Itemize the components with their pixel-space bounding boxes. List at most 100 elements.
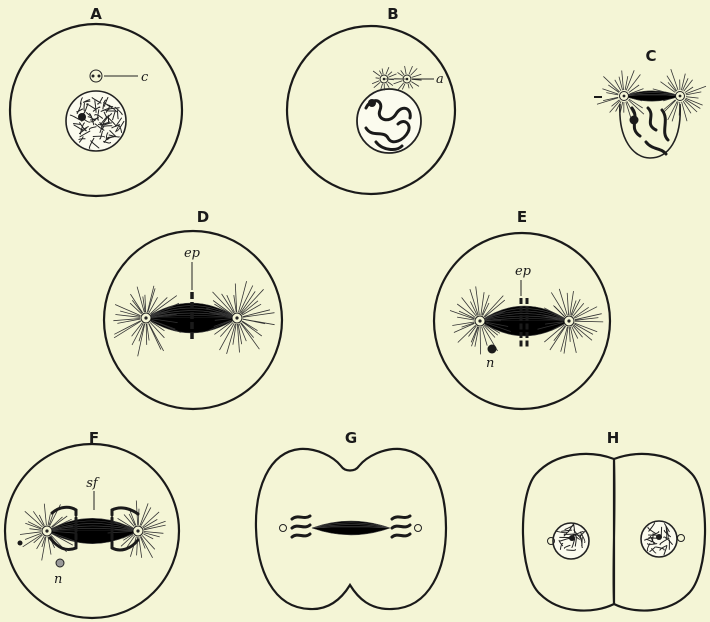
panel-f-aster-left-ray	[44, 504, 46, 525]
panel-d-aster-left-ray	[147, 286, 154, 312]
panel-e-aster-right-ray	[567, 293, 568, 315]
panel-e-nucleolus	[488, 345, 497, 354]
panel-d: D ep	[104, 208, 282, 409]
panel-b-nucleolus	[368, 99, 376, 107]
panel-b-aster-right-ray	[411, 82, 419, 87]
panel-b-aster-left-ray	[372, 81, 379, 84]
panel-e-centrosome-left	[475, 316, 485, 326]
panel-e-callout-n: n	[486, 356, 494, 371]
panel-a-label: A	[90, 5, 102, 23]
panel-d-aster-right-ray	[243, 313, 275, 318]
panel-g-daughter-chromosomes-right	[392, 516, 422, 537]
panel-d-aster-left-ray	[146, 324, 147, 345]
panel-c-aster-right-ray	[668, 101, 678, 120]
panel-b-aster-left-ray	[388, 82, 393, 86]
panel-b-asters	[372, 66, 422, 90]
panel-e-aster-right-ray	[575, 321, 603, 322]
panel-d-label: D	[197, 208, 209, 226]
panel-e-callout: ep	[515, 264, 532, 279]
panel-e-label: E	[517, 208, 527, 226]
panel-f-aster-right-ray	[144, 533, 160, 537]
panel-f: F sf n	[5, 429, 179, 618]
panel-b-aster-left-ray	[386, 67, 389, 74]
panel-d-aster-left-ray	[149, 323, 164, 351]
panel-h-division-furrow	[613, 459, 614, 604]
panel-d-aster-left-ray	[130, 294, 142, 313]
panel-b-aster-left-ray	[387, 83, 390, 87]
panel-b-aster-left-ray	[388, 72, 392, 76]
panel-f-aster-left-ray	[37, 536, 44, 549]
panel-f-centrosome-right	[133, 526, 143, 536]
panel-b-aster-right-ray	[409, 66, 413, 74]
panel-b-callout: a	[436, 72, 444, 87]
panel-f-callout: sf	[86, 476, 100, 491]
panel-b: B a	[287, 5, 455, 194]
panel-c-aster-right-ray	[686, 97, 699, 98]
panel-b-aster-right-ray	[401, 70, 404, 75]
panel-b-aster-left-ray	[379, 71, 381, 75]
panel-d-aster-left-ray	[114, 321, 140, 335]
panel-a-centrosome	[90, 70, 102, 82]
panel-c: C	[594, 47, 706, 158]
panel-e-aster-right-ray	[569, 327, 570, 342]
panel-f-aster-left-ray	[29, 529, 41, 531]
panel-e-aster-left-ray	[458, 325, 476, 342]
panel-d-aster-right-ray	[243, 319, 265, 324]
panel-g-spindle	[312, 521, 390, 535]
panel-g-label: G	[345, 429, 357, 447]
panel-c-spindle	[624, 91, 680, 101]
panel-b-aster-right-ray	[410, 83, 413, 88]
panel-g: G	[256, 429, 446, 609]
panel-b-aster-left-ray	[389, 74, 397, 77]
panel-c-aster-right-ray	[682, 102, 687, 121]
panel-f-nucleolus	[56, 559, 64, 567]
panel-e-centrosome-right	[564, 316, 574, 326]
panel-f-marker	[18, 541, 23, 546]
panel-c-aster-right-ray	[686, 92, 701, 95]
panel-a-nucleolus	[78, 113, 86, 121]
panel-f-aster-left-ray	[20, 532, 41, 535]
panel-d-aster-right-ray	[240, 291, 255, 313]
panel-b-aster-right-ray	[398, 72, 403, 76]
panel-b-label: B	[387, 5, 398, 23]
panel-a-callout: c	[141, 70, 149, 85]
panel-f-centrosome-left	[42, 526, 52, 536]
panel-a: A c	[10, 5, 182, 196]
panel-e-aster-right-ray	[570, 291, 574, 315]
panel-g-daughter-chromosomes-left	[280, 516, 311, 537]
panel-c-aster-right-ray	[661, 82, 676, 93]
panel-h-left-nucleolus	[569, 535, 575, 541]
panel-b-aster-right-ray	[405, 66, 407, 74]
panel-g-spindle-fiber	[312, 528, 390, 535]
panel-e-aster-right-ray	[570, 327, 576, 353]
panel-b-aster-left-ray	[373, 71, 380, 76]
panel-h-right-nucleolus	[656, 534, 662, 540]
panel-d-callout: ep	[184, 246, 201, 261]
panel-d-aster-right-ray	[241, 289, 264, 313]
panel-e-aster-left-ray	[482, 327, 488, 346]
panel-h: H	[523, 429, 705, 611]
panel-d-centrosome-left	[141, 313, 151, 323]
panel-b-aster-left-ray	[374, 82, 380, 87]
panel-h-label: H	[607, 429, 620, 447]
panel-d-aster-right-ray	[239, 281, 247, 312]
panel-c-label: C	[645, 47, 656, 65]
panel-d-centrosome-right	[232, 313, 242, 323]
panel-d-aster-right-ray	[242, 321, 257, 331]
panel-c-chromosomes	[632, 108, 668, 154]
panel-e-aster-left-ray	[480, 327, 481, 354]
panel-d-aster-left-ray	[147, 324, 149, 341]
panel-e: E ep n	[434, 208, 610, 409]
panel-c-nucleolus	[630, 116, 639, 125]
panel-c-centrosome-right	[676, 92, 685, 101]
panel-f-aster-right-ray	[138, 509, 139, 525]
panel-c-aster-right-ray	[663, 100, 676, 113]
panel-c-centrosome-left	[620, 92, 629, 101]
panel-b-aster-right-ray	[412, 74, 422, 77]
panel-d-aster-right-ray	[241, 323, 260, 349]
panel-f-aster-right-ray	[141, 536, 153, 558]
panel-d-aster-left-ray	[138, 324, 145, 356]
panel-c-aster-left-ray	[629, 85, 639, 93]
panel-b-aster-left-ray	[382, 69, 383, 75]
